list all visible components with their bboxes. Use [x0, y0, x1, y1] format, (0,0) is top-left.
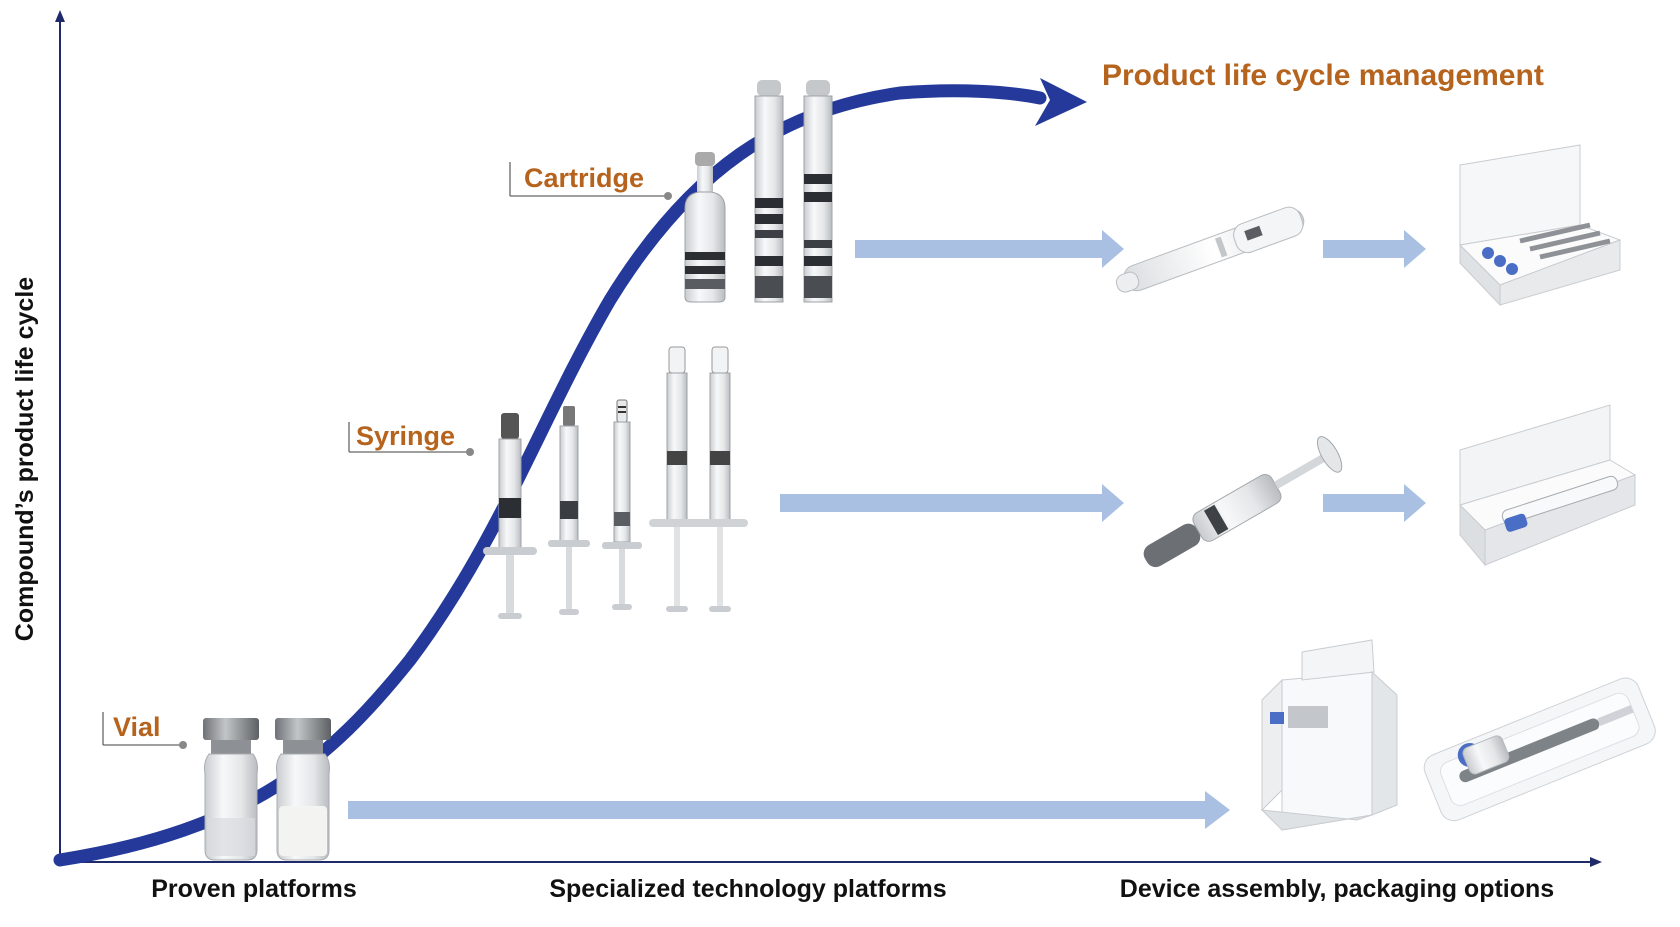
flow-arrow-vial-to-packaging [348, 791, 1230, 829]
flow-arrow-syringe-to-autoinjector [780, 484, 1124, 522]
flow-arrow-cartridge-to-pen [855, 230, 1124, 268]
x-axis-arrowhead-icon [1590, 857, 1602, 867]
y-axis-arrowhead-icon [55, 10, 65, 22]
y-axis-label: Compound’s product life cycle [11, 277, 39, 641]
folding-box-icon [1459, 404, 1637, 567]
x-category-proven-platforms: Proven platforms [151, 875, 357, 903]
vial-icon [203, 718, 331, 861]
lifecycle-curve [53, 84, 1047, 867]
cartridge-icon [684, 80, 833, 303]
curve-arrowhead-icon [1035, 78, 1087, 126]
curve-label: Product life cycle management [1102, 59, 1544, 92]
syringe-icon [483, 346, 748, 619]
syringe-callout: Syringe [348, 421, 474, 456]
folding-box-icon [1260, 639, 1398, 831]
cartridge-label: Cartridge [524, 163, 644, 193]
syringe-label: Syringe [356, 421, 455, 451]
folding-box-icon [1458, 144, 1622, 307]
flow-arrow-autoinjector-to-box [1323, 484, 1426, 522]
x-category-device-assembly: Device assembly, packaging options [1120, 875, 1554, 903]
vial-label: Vial [113, 712, 161, 742]
autoinjector-icon [1143, 436, 1343, 568]
vial-callout: Vial [102, 712, 187, 749]
pen-injector-icon [1115, 206, 1305, 293]
cartridge-callout: Cartridge [509, 162, 672, 200]
y-axis [55, 10, 65, 862]
blister-tray-icon [1423, 677, 1656, 822]
x-axis [60, 857, 1602, 867]
flow-arrow-pen-to-box [1323, 230, 1426, 268]
x-category-specialized-platforms: Specialized technology platforms [549, 875, 946, 903]
